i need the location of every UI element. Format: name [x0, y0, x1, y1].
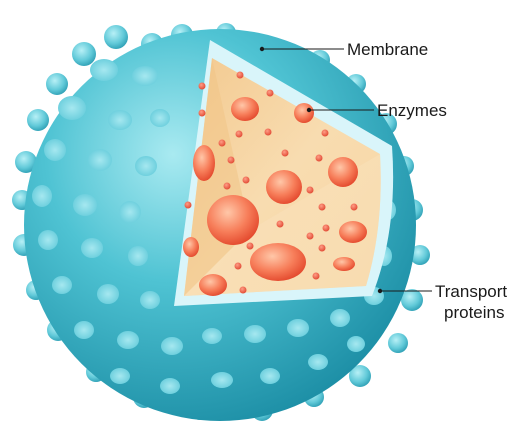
surface-dimples	[32, 59, 396, 394]
enzyme-large-group	[183, 97, 367, 296]
enzyme-small-dots	[184, 71, 358, 294]
enzyme	[339, 221, 367, 243]
enzyme-highlighted	[294, 103, 314, 123]
enzyme	[266, 170, 302, 204]
transport-label-line1: Transport	[435, 282, 507, 301]
enzyme	[183, 237, 199, 257]
enzyme	[231, 97, 259, 121]
leader-lines	[259, 46, 432, 294]
enzymes-label: Enzymes	[377, 101, 447, 120]
transport-label-line2: proteins	[444, 303, 504, 322]
enzyme	[250, 243, 306, 281]
enzyme	[199, 274, 227, 296]
enzyme	[333, 257, 355, 271]
enzyme	[328, 157, 358, 187]
membrane-label: Membrane	[347, 40, 428, 59]
enzyme	[207, 195, 259, 245]
enzyme	[193, 145, 215, 181]
